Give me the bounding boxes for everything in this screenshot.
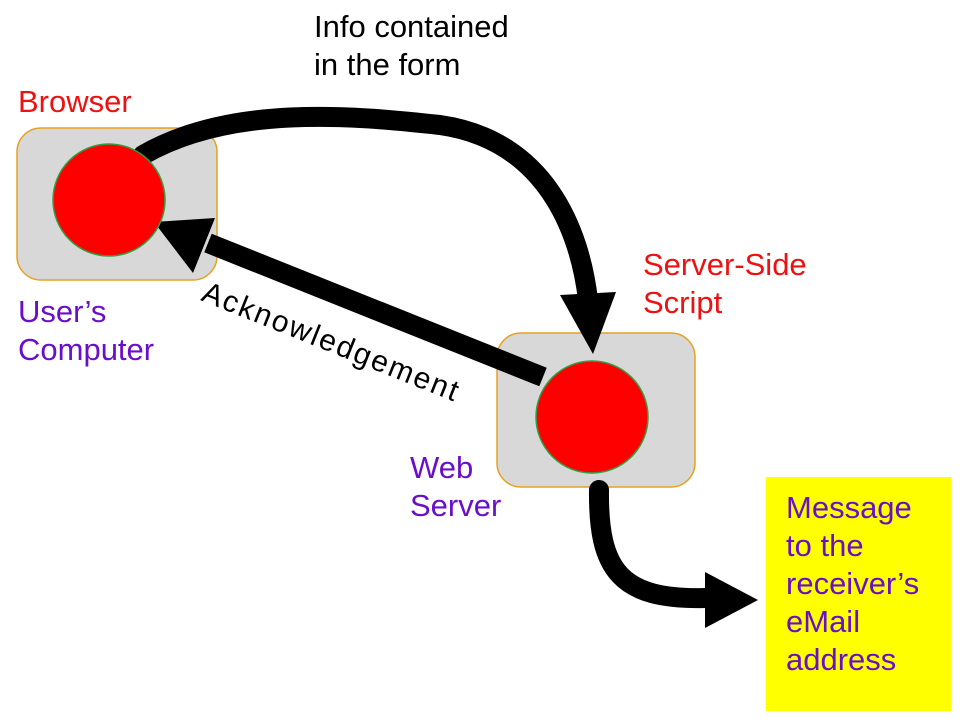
server-script-label: Server-Side Script (643, 246, 807, 322)
message-line: address (786, 642, 897, 677)
message-line: receiver’s (786, 566, 920, 601)
form-submit-arrow (133, 106, 598, 310)
form-info-line2: in the form (314, 47, 461, 82)
web-server-label: Web Server (410, 449, 501, 525)
acknowledgement-arrowhead (154, 218, 215, 273)
email-arrow (588, 480, 715, 609)
form-info-line1: Info contained (314, 9, 509, 44)
users-computer-line1: User’s (18, 294, 107, 329)
message-line: to the (786, 528, 864, 563)
browser-label: Browser (18, 84, 132, 119)
email-arrowhead (705, 572, 758, 628)
server-script-line1: Server-Side (643, 247, 807, 282)
form-submit-arrowhead (560, 292, 616, 354)
acknowledgement-arrow (204, 233, 547, 387)
users-computer-line2: Computer (18, 332, 155, 367)
server-script-line2: Script (643, 285, 723, 320)
message-line: Message (786, 490, 912, 525)
web-server-line2: Server (410, 488, 502, 523)
form-info-label: Info contained in the form (314, 8, 614, 84)
email-message-box: Message to the receiver’s eMail address (766, 477, 951, 711)
web-server-line1: Web (410, 450, 474, 485)
users-computer-label: User’s Computer (18, 293, 154, 369)
message-line: eMail (786, 604, 861, 639)
browser-node (52, 143, 166, 257)
server-script-node (535, 360, 649, 474)
